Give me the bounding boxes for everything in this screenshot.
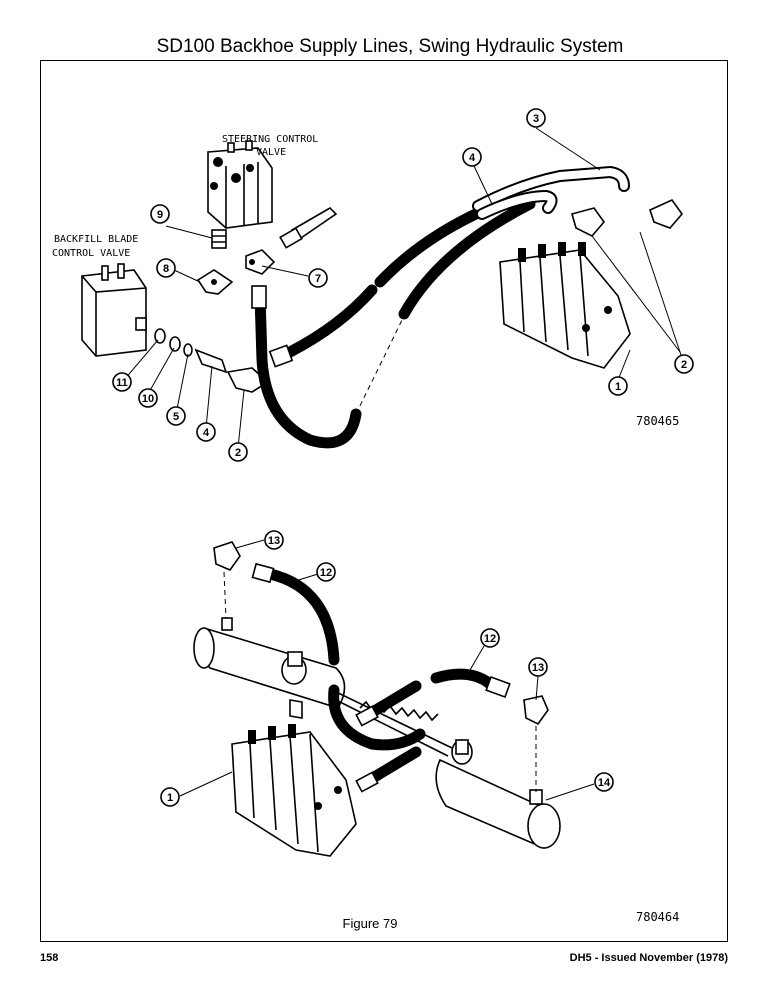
fitting-7 — [211, 229, 227, 249]
callout-6: 8 — [156, 258, 176, 278]
figure-frame — [40, 60, 728, 942]
callout-3: 3 — [526, 108, 546, 128]
svg-text:9: 9 — [157, 209, 163, 221]
callout-2-right: 2 — [674, 354, 694, 374]
svg-text:10: 10 — [142, 393, 154, 405]
svg-text:13: 13 — [268, 535, 280, 547]
hose-4 — [374, 206, 486, 288]
callout-12-left: 12 — [316, 562, 336, 582]
hose-to-valve-a — [370, 680, 422, 716]
washer-10 — [169, 336, 181, 352]
callout-9: 5 — [166, 406, 186, 426]
steering-label-line2: VALVE — [256, 147, 286, 158]
hose-4b — [398, 198, 536, 320]
callout-5: 7 — [308, 268, 328, 288]
steering-label-line1: STEERING CONTROL — [222, 134, 318, 145]
rack — [331, 689, 453, 757]
callout-12-right: 12 — [480, 628, 500, 648]
svg-text:2: 2 — [235, 447, 241, 459]
control-valve-1-bottom — [231, 724, 357, 857]
svg-text:12: 12 — [320, 567, 332, 579]
page-title: SD100 Backhoe Supply Lines, Swing Hydrau… — [156, 36, 624, 57]
elbow-2-a — [571, 207, 606, 237]
backfill-label-line1: BACKFILL BLADE — [54, 234, 138, 245]
backfill-blade-control-valve — [81, 263, 147, 357]
callout-11: 11 — [112, 372, 132, 392]
figure-caption: Figure 79 — [342, 916, 398, 931]
hose-lower-segment — [284, 284, 378, 358]
callout-14: 14 — [594, 772, 614, 792]
callout-10: 10 — [138, 388, 158, 408]
hose-12-left — [264, 568, 340, 666]
page-number: 158 — [40, 952, 59, 964]
svg-text:8: 8 — [163, 263, 169, 275]
fitting-tee-5 — [245, 249, 276, 275]
hose-left-loop — [254, 290, 362, 449]
callout-13-left: 13 — [264, 530, 284, 550]
callout-7: 9 — [150, 204, 170, 224]
callout-13-right: 13 — [528, 657, 548, 677]
callout-1-bottom: 1 — [160, 787, 180, 807]
svg-text:12: 12 — [484, 633, 496, 645]
o-ring-11 — [154, 328, 166, 344]
figure-number-bottom: 780464 — [636, 910, 680, 924]
elbow-2-b — [649, 198, 684, 229]
svg-text:1: 1 — [615, 381, 621, 393]
figure-number-top: 780465 — [636, 414, 680, 428]
elbow-13-right — [523, 695, 549, 726]
adapter-8 — [194, 348, 228, 374]
hose-to-valve-b — [370, 746, 422, 782]
hose-lower-loop — [328, 684, 426, 751]
control-valve-1-top — [499, 242, 631, 369]
hose-12-right — [430, 668, 496, 690]
svg-text:4: 4 — [469, 152, 476, 164]
swing-cylinder-left — [193, 617, 346, 719]
svg-text:3: 3 — [533, 113, 539, 125]
fitting-6 — [196, 269, 234, 295]
svg-text:14: 14 — [598, 777, 611, 789]
callout-8: 4 — [196, 422, 216, 442]
steering-control-valve — [207, 140, 273, 229]
callout-2-left: 2 — [228, 442, 248, 462]
backfill-label-line2: CONTROL VALVE — [52, 248, 130, 259]
svg-text:7: 7 — [315, 273, 321, 285]
svg-text:11: 11 — [116, 377, 128, 389]
swing-cylinder-right — [435, 739, 561, 849]
callout-4: 4 — [462, 147, 482, 167]
svg-text:2: 2 — [681, 359, 687, 371]
svg-text:4: 4 — [203, 427, 210, 439]
svg-text:1: 1 — [167, 792, 173, 804]
svg-text:13: 13 — [532, 662, 544, 674]
callout-1-top: 1 — [608, 376, 628, 396]
elbow-13-left — [213, 541, 241, 571]
issue-note: DH5 - Issued November (1978) — [569, 952, 728, 964]
svg-text:5: 5 — [173, 411, 179, 423]
